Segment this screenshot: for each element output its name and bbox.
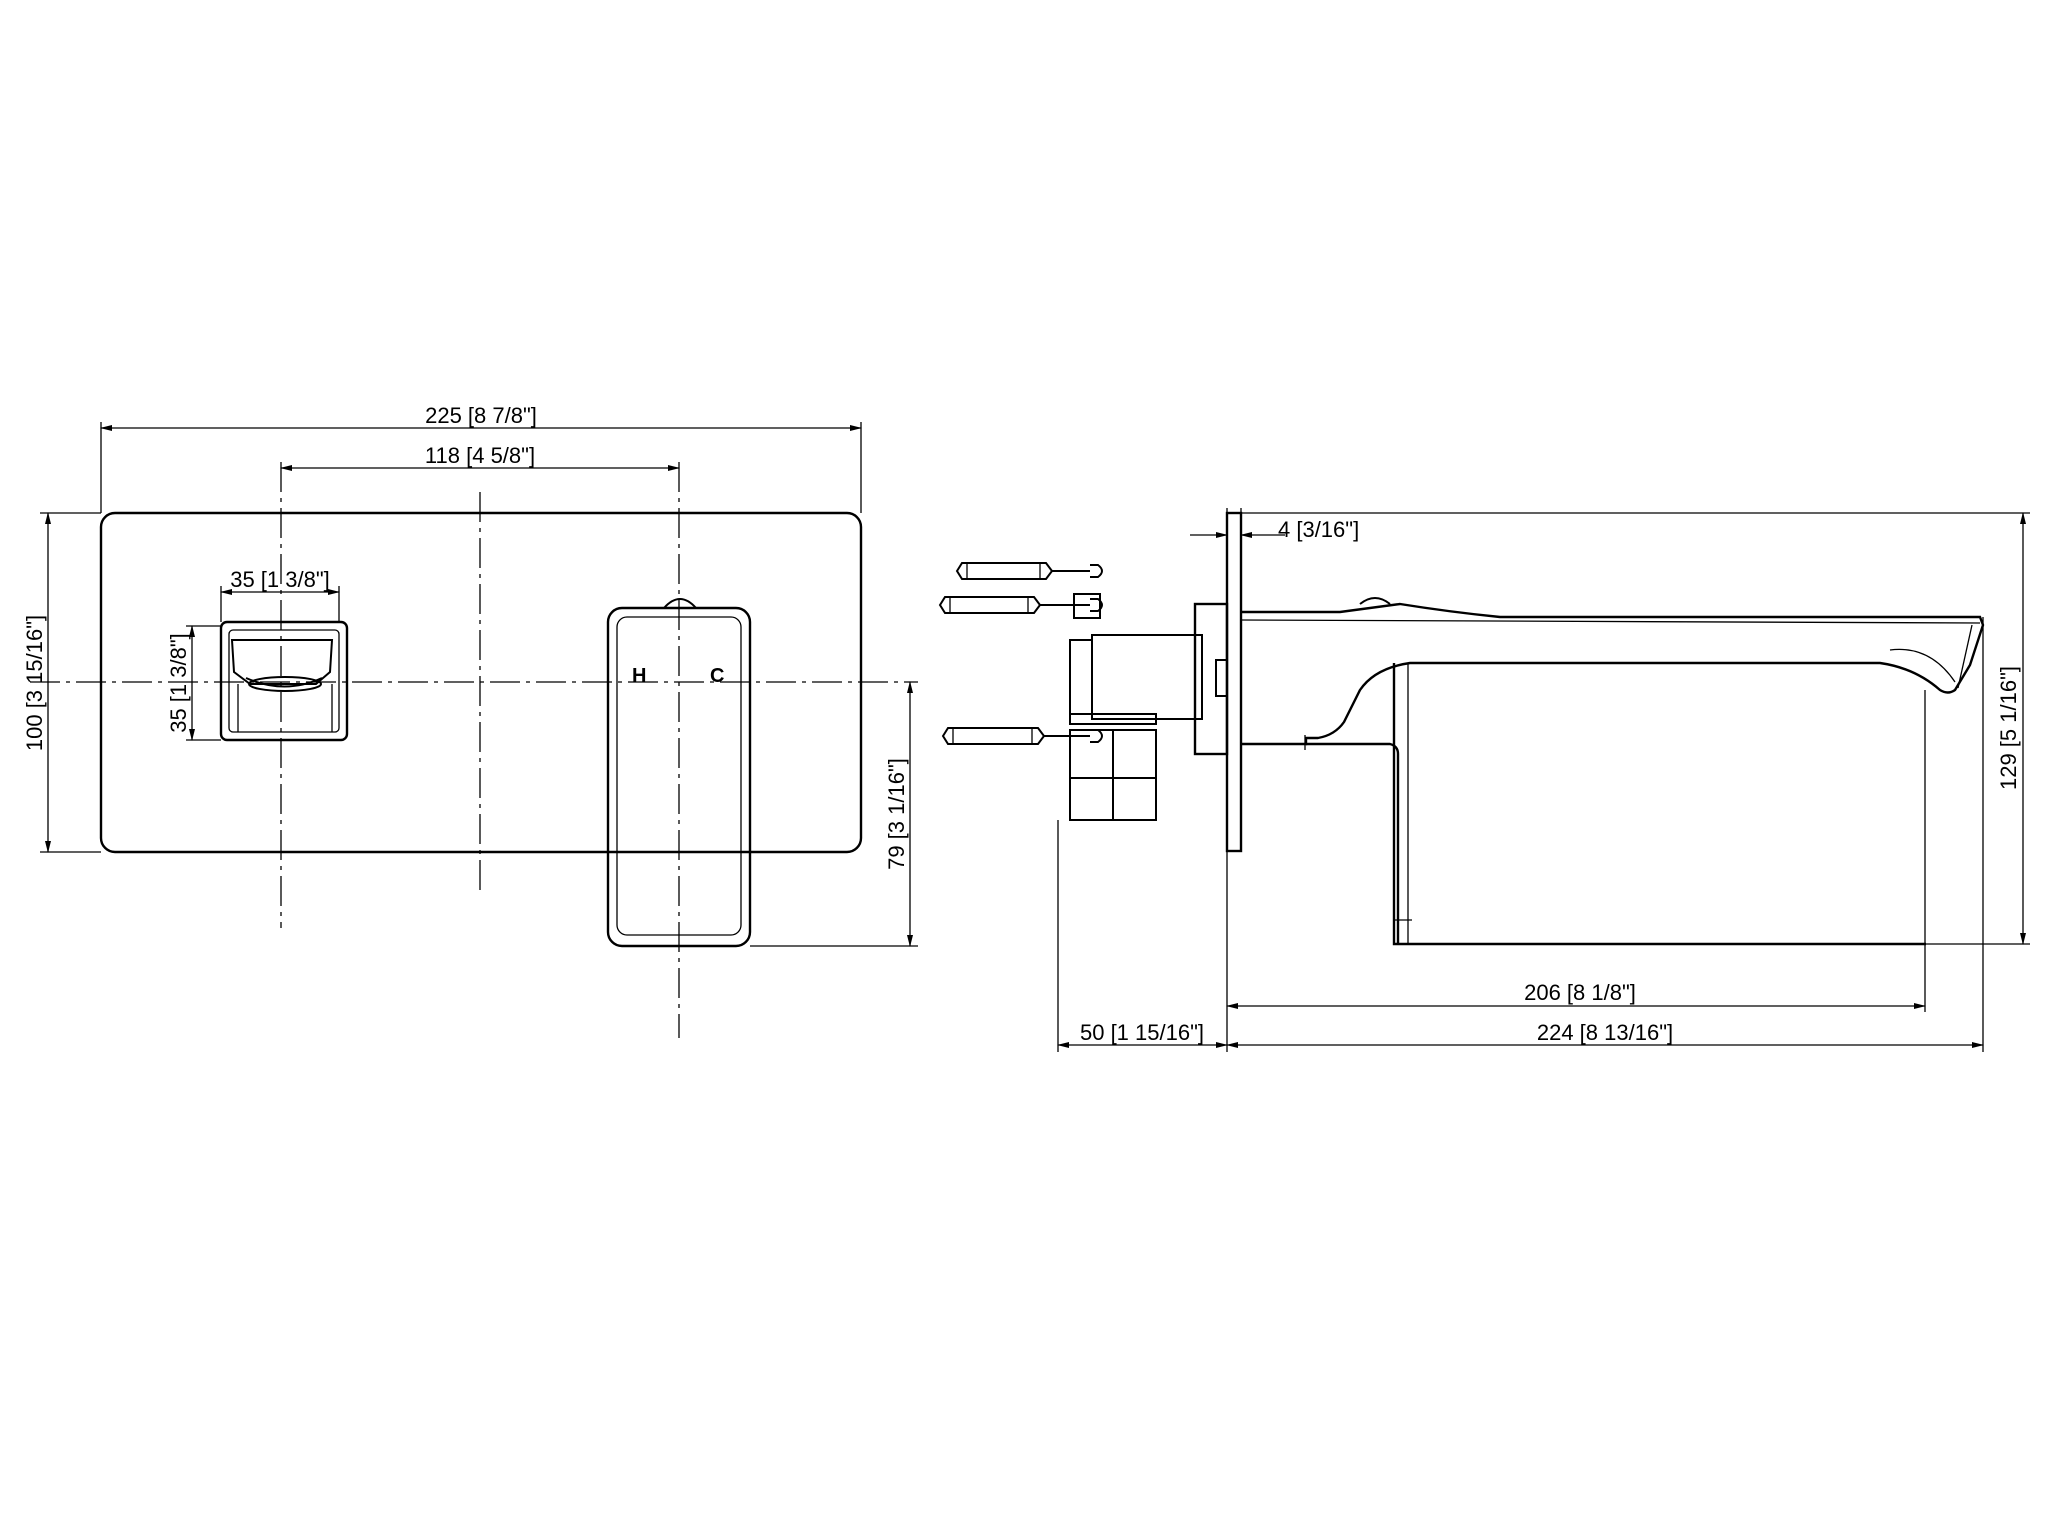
dim-spout-reach: 206 [8 1/8"] — [1226, 690, 1926, 1012]
dim-plate-height: 100 [3 15/16"] — [22, 512, 101, 853]
dim-overall-width: 225 [8 7/8"] — [100, 403, 862, 513]
dim-spout-reach-label: 206 [8 1/8"] — [1524, 980, 1636, 1005]
dim-spout-height: 35 [1 3/8"] — [166, 625, 221, 741]
dim-spout-height-label: 35 [1 3/8"] — [166, 633, 191, 733]
dim-handle-drop-label: 79 [3 1/16"] — [884, 758, 909, 870]
dim-overall-width-label: 225 [8 7/8"] — [425, 403, 537, 428]
side-spout-body — [1240, 597, 1985, 946]
dim-total-projection-label: 224 [8 13/16"] — [1537, 1020, 1673, 1045]
dim-plate-thickness-label: 4 [3/16"] — [1278, 517, 1359, 542]
hot-label: H — [632, 665, 646, 687]
front-view: H C 225 [8 7/8"] 118 [4 5/8"] 35 [1 3/8"… — [22, 403, 918, 1038]
dim-handle-drop: 79 [3 1/16"] — [750, 681, 918, 947]
spout-outlet — [219, 620, 349, 742]
dim-plate-height-label: 100 [3 15/16"] — [22, 615, 47, 751]
dim-plate-thickness: 4 [3/16"] — [1190, 508, 1359, 542]
dim-total-projection: 224 [8 13/16"] — [1226, 617, 1984, 1052]
side-wall-plate — [1225, 511, 1243, 853]
front-centerlines — [30, 462, 918, 1038]
dim-centers-label: 118 [4 5/8"] — [425, 443, 535, 468]
dim-spout-width-label: 35 [1 3/8"] — [230, 567, 330, 592]
side-mounting-bolts — [938, 562, 1103, 745]
side-view: 4 [3/16"] 129 [5 1/16"] 206 [8 1/8"] 50 … — [938, 508, 2030, 1052]
dim-spout-width: 35 [1 3/8"] — [220, 567, 340, 622]
dim-centers: 118 [4 5/8"] — [280, 443, 680, 471]
dim-rough-depth: 50 [1 15/16"] — [1057, 820, 1228, 1052]
dim-total-height-label: 129 [5 1/16"] — [1996, 666, 2021, 790]
cold-label: C — [710, 665, 724, 687]
dim-total-height: 129 [5 1/16"] — [1241, 512, 2030, 945]
dim-rough-depth-label: 50 [1 15/16"] — [1080, 1020, 1204, 1045]
side-valve-body — [1069, 593, 1229, 821]
